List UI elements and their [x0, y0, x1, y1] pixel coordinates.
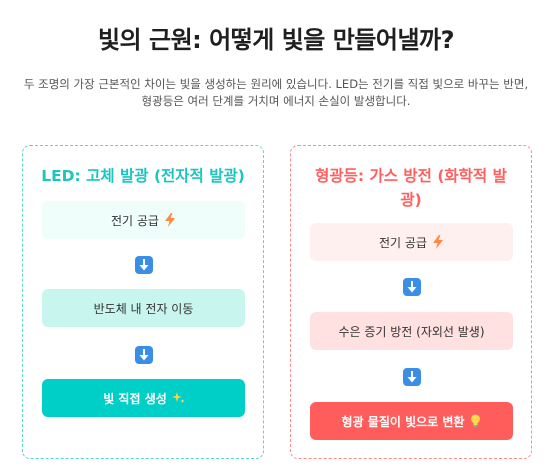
lightning-icon — [164, 213, 176, 227]
led-step-label: 전기 공급 — [111, 213, 159, 228]
fluorescent-step-label: 수은 증기 방전 (자외선 발생) — [338, 324, 485, 339]
down-arrow-icon — [403, 278, 421, 296]
led-step-electron-movement: 반도체 내 전자 이동 — [42, 289, 245, 327]
led-step-label: 반도체 내 전자 이동 — [93, 301, 194, 316]
sparkles-icon — [171, 391, 185, 405]
page-title: 빛의 근원: 어떻게 빛을 만들어낼까? — [97, 26, 455, 54]
led-card: LED: 고체 발광 (전자적 발광) 전기 공급 반도체 내 전자 이동 빛 … — [22, 145, 264, 459]
lightning-icon — [432, 235, 444, 249]
fluorescent-step-label: 전기 공급 — [379, 235, 427, 250]
down-arrow-icon — [135, 256, 153, 274]
fluorescent-step-mercury-discharge: 수은 증기 방전 (자외선 발생) — [310, 312, 513, 350]
down-arrow-icon — [135, 346, 153, 364]
page-subtitle: 두 조명의 가장 근본적인 차이는 빛을 생성하는 원리에 있습니다. LED는… — [23, 77, 529, 108]
down-arrow-icon — [403, 368, 421, 386]
led-step-direct-light: 빛 직접 생성 — [42, 379, 245, 417]
led-step-electricity-supply: 전기 공급 — [42, 201, 245, 239]
fluorescent-step-electricity-supply: 전기 공급 — [310, 223, 513, 261]
led-step-label: 빛 직접 생성 — [103, 391, 167, 406]
fluorescent-step-phosphor-conversion: 형광 물질이 빛으로 변환 — [310, 402, 513, 440]
fluorescent-card-title: 형광등: 가스 방전 (화학적 발광) — [315, 167, 507, 209]
led-card-title: LED: 고체 발광 (전자적 발광) — [41, 167, 245, 185]
fluorescent-step-label: 형광 물질이 빛으로 변환 — [341, 414, 465, 429]
lightbulb-icon — [469, 414, 481, 428]
fluorescent-card: 형광등: 가스 방전 (화학적 발광) 전기 공급 수은 증기 방전 (자외선 … — [290, 145, 532, 459]
